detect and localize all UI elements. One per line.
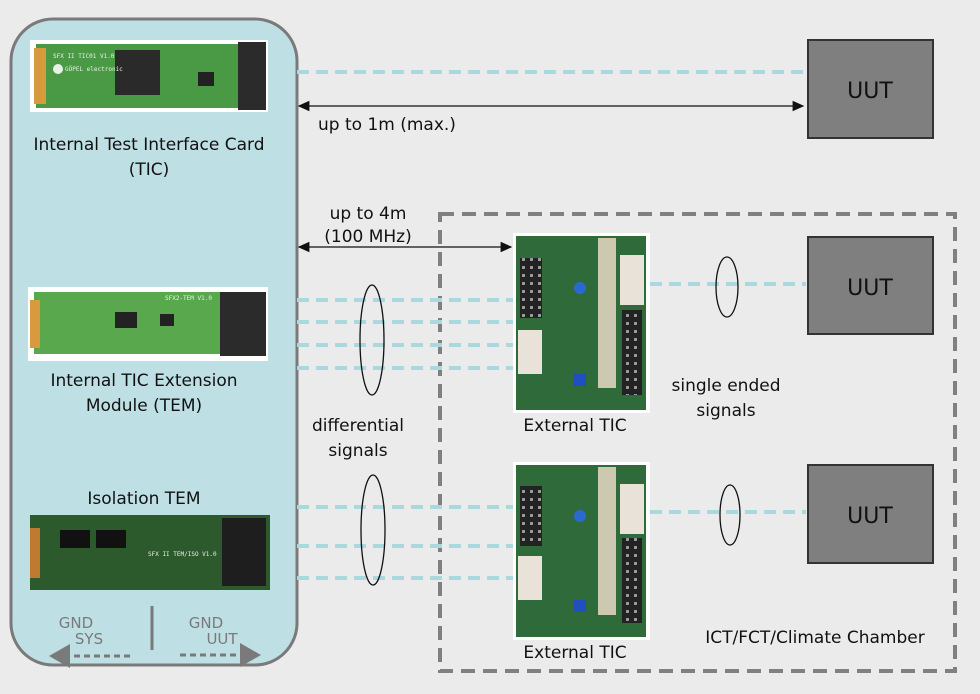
gnd-uut-line2: UUT [206, 630, 238, 648]
external-tic-board-image [513, 233, 650, 413]
differential-label-1: differential [312, 416, 404, 436]
tic-silkscreen: SFX II TIC01 V1.0 [53, 53, 115, 60]
uut-label: UUT [847, 79, 893, 104]
tem-label-line1: Internal TIC Extension [50, 371, 237, 391]
chamber-label: ICT/FCT/Climate Chamber [705, 628, 924, 648]
tem-silkscreen: SFX2-TEM V1.0 [165, 295, 212, 302]
external-tic-label-2: External TIC [523, 643, 626, 663]
tic-board-image [30, 40, 268, 112]
uut-box: UUT [807, 39, 934, 139]
gnd-uut-line1: GND [189, 614, 223, 632]
iso-tem-label: Isolation TEM [87, 489, 200, 509]
external-tic-label-1: External TIC [523, 416, 626, 436]
uut-label: UUT [847, 504, 893, 529]
frequency-label: (100 MHz) [324, 227, 412, 247]
tic-brand-silkscreen: GÖPEL electronic [65, 66, 123, 73]
distance-1m-label: up to 1m (max.) [318, 115, 456, 135]
external-tic-board-image [513, 462, 650, 640]
differential-label-2: signals [328, 441, 387, 461]
distance-4m-label: up to 4m [330, 204, 407, 224]
differential-group-ellipse [359, 284, 385, 396]
uut-box: UUT [807, 236, 934, 335]
iso-silkscreen: SFX II TEM/ISO V1.0 [148, 551, 217, 558]
tem-label-line2: Module (TEM) [86, 396, 202, 416]
single-ended-ellipse [719, 484, 741, 546]
single-ended-ellipse [715, 256, 739, 318]
gnd-sys-line1: GND [59, 614, 93, 632]
tic-label-line2: (TIC) [129, 160, 170, 180]
iso-tem-board-image [30, 515, 270, 590]
uut-box: UUT [807, 464, 934, 564]
gnd-sys-line2: SYS [75, 630, 103, 648]
single-ended-label-2: signals [696, 401, 755, 421]
single-ended-label-1: single ended [671, 376, 780, 396]
uut-label: UUT [847, 276, 893, 301]
signal-lines [297, 70, 806, 580]
differential-group-ellipse [360, 474, 386, 586]
tem-board-image [28, 287, 268, 361]
tic-label-line1: Internal Test Interface Card [33, 135, 264, 155]
